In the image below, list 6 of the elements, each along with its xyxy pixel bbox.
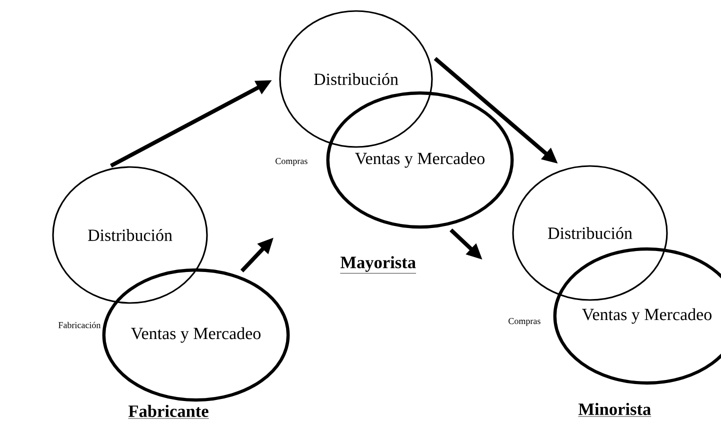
- label: Compras: [508, 318, 540, 326]
- heading: Mayorista: [340, 256, 416, 274]
- heading: Minorista: [578, 402, 652, 417]
- label: Fabricación: [58, 322, 101, 328]
- label: Compras: [276, 158, 308, 166]
- heading: Fabricante: [128, 404, 210, 419]
